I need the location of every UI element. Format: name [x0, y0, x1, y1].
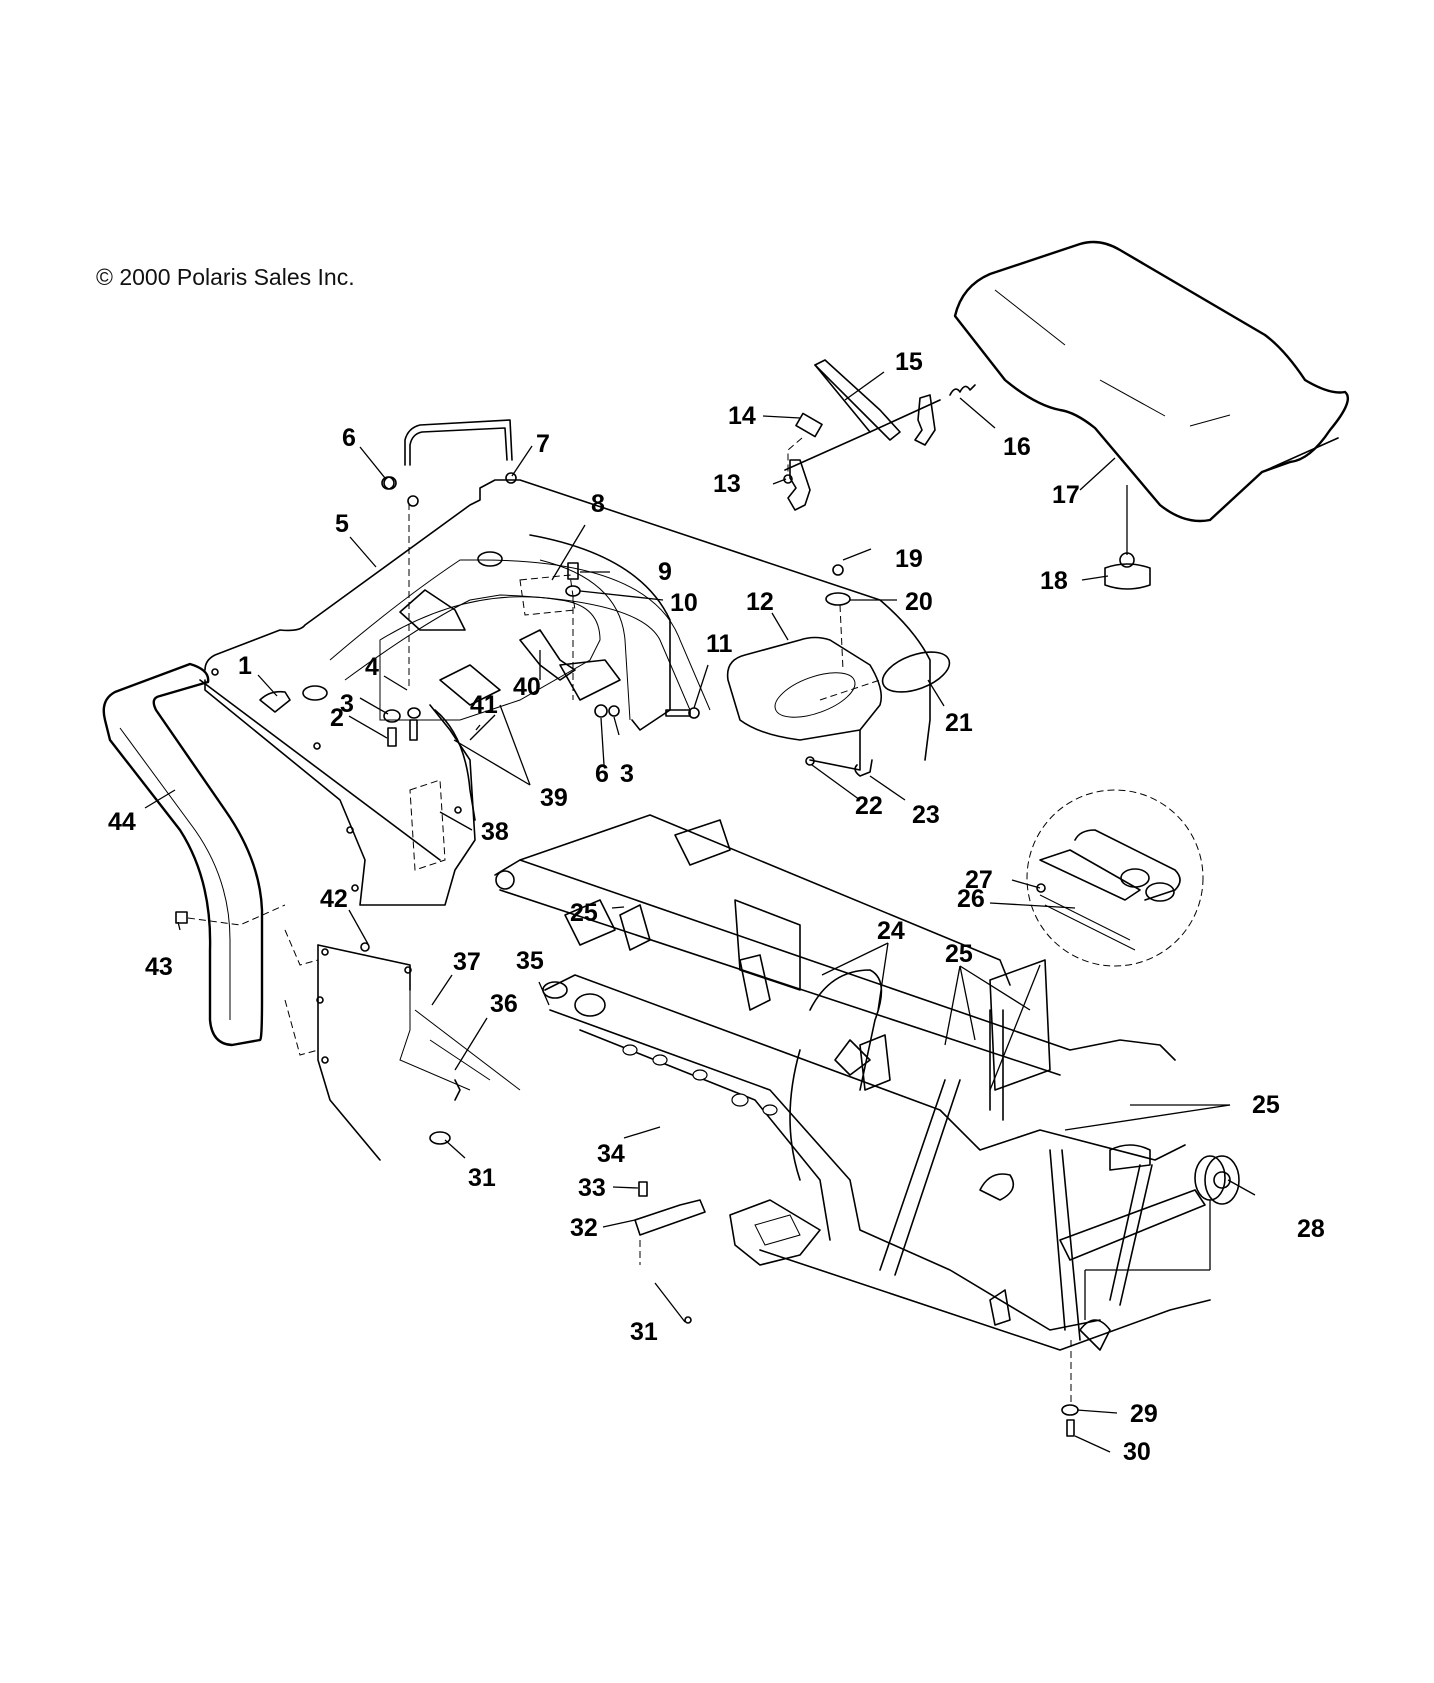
callout-15: 15: [895, 348, 923, 376]
callout-31: 31: [468, 1164, 496, 1192]
callout-11: 11: [706, 630, 733, 658]
callout-37: 37: [453, 948, 481, 976]
callout-12: 12: [746, 588, 774, 616]
callout-17: 17: [1052, 481, 1080, 509]
callout-9: 9: [658, 558, 672, 586]
callout-4: 4: [365, 653, 379, 681]
seat: [953, 240, 1350, 523]
copyright-notice: © 2000 Polaris Sales Inc.: [96, 264, 355, 290]
callout-22: 22: [855, 792, 883, 820]
callout-31: 31: [630, 1318, 658, 1346]
callout-43: 43: [145, 953, 173, 981]
callout-23: 23: [912, 801, 940, 829]
seat-bumper: [1104, 485, 1151, 590]
callout-32: 32: [570, 1214, 598, 1242]
leader-lines: [144, 371, 1256, 1453]
callout-14: 14: [728, 402, 756, 430]
callout-25: 25: [570, 899, 598, 927]
callout-labels: 1 2 3 3 4 5 6 6 7 8 9 10 11 12 13 14 15 …: [108, 348, 1325, 1466]
callout-20: 20: [905, 588, 933, 616]
callout-1: 1: [238, 652, 252, 680]
callout-6: 6: [342, 424, 356, 452]
callout-28: 28: [1297, 1215, 1325, 1243]
callout-39: 39: [540, 784, 568, 812]
callout-16: 16: [1003, 433, 1031, 461]
callout-5: 5: [335, 510, 349, 538]
main-frame: [494, 814, 1211, 1351]
callout-44: 44: [108, 808, 136, 836]
callout-24: 24: [877, 917, 905, 945]
callout-36: 36: [490, 990, 518, 1018]
callout-41: 41: [470, 691, 498, 719]
hardware: [259, 476, 1240, 1437]
callout-21: 21: [945, 709, 973, 737]
seat-latch-assembly: [783, 359, 976, 511]
callout-8: 8: [591, 490, 605, 518]
air-box-cover: [726, 636, 951, 771]
callout-29: 29: [1130, 1400, 1158, 1428]
callout-40: 40: [513, 673, 541, 701]
callout-10: 10: [670, 589, 698, 617]
callout-6: 6: [595, 760, 609, 788]
callout-42: 42: [320, 885, 348, 913]
fender-flare: [102, 662, 286, 1047]
callout-2: 2: [330, 704, 344, 732]
callout-34: 34: [597, 1140, 625, 1168]
callout-33: 33: [578, 1174, 606, 1202]
callout-3: 3: [340, 690, 354, 718]
footrest-panel: [284, 929, 521, 1161]
detail-inset: [989, 789, 1204, 1091]
callout-27: 27: [965, 866, 993, 894]
callout-7: 7: [536, 430, 550, 458]
callout-18: 18: [1040, 567, 1068, 595]
callout-35: 35: [516, 947, 544, 975]
callout-19: 19: [895, 545, 923, 573]
callout-3: 3: [620, 760, 634, 788]
callout-26: 26: [957, 885, 985, 913]
callout-30: 30: [1123, 1438, 1151, 1466]
callout-13: 13: [713, 470, 741, 498]
rear-fender: [204, 668, 476, 906]
rear-rack: [199, 419, 931, 861]
callout-25: 25: [945, 940, 973, 968]
callout-25: 25: [1252, 1091, 1280, 1119]
callout-38: 38: [481, 818, 509, 846]
